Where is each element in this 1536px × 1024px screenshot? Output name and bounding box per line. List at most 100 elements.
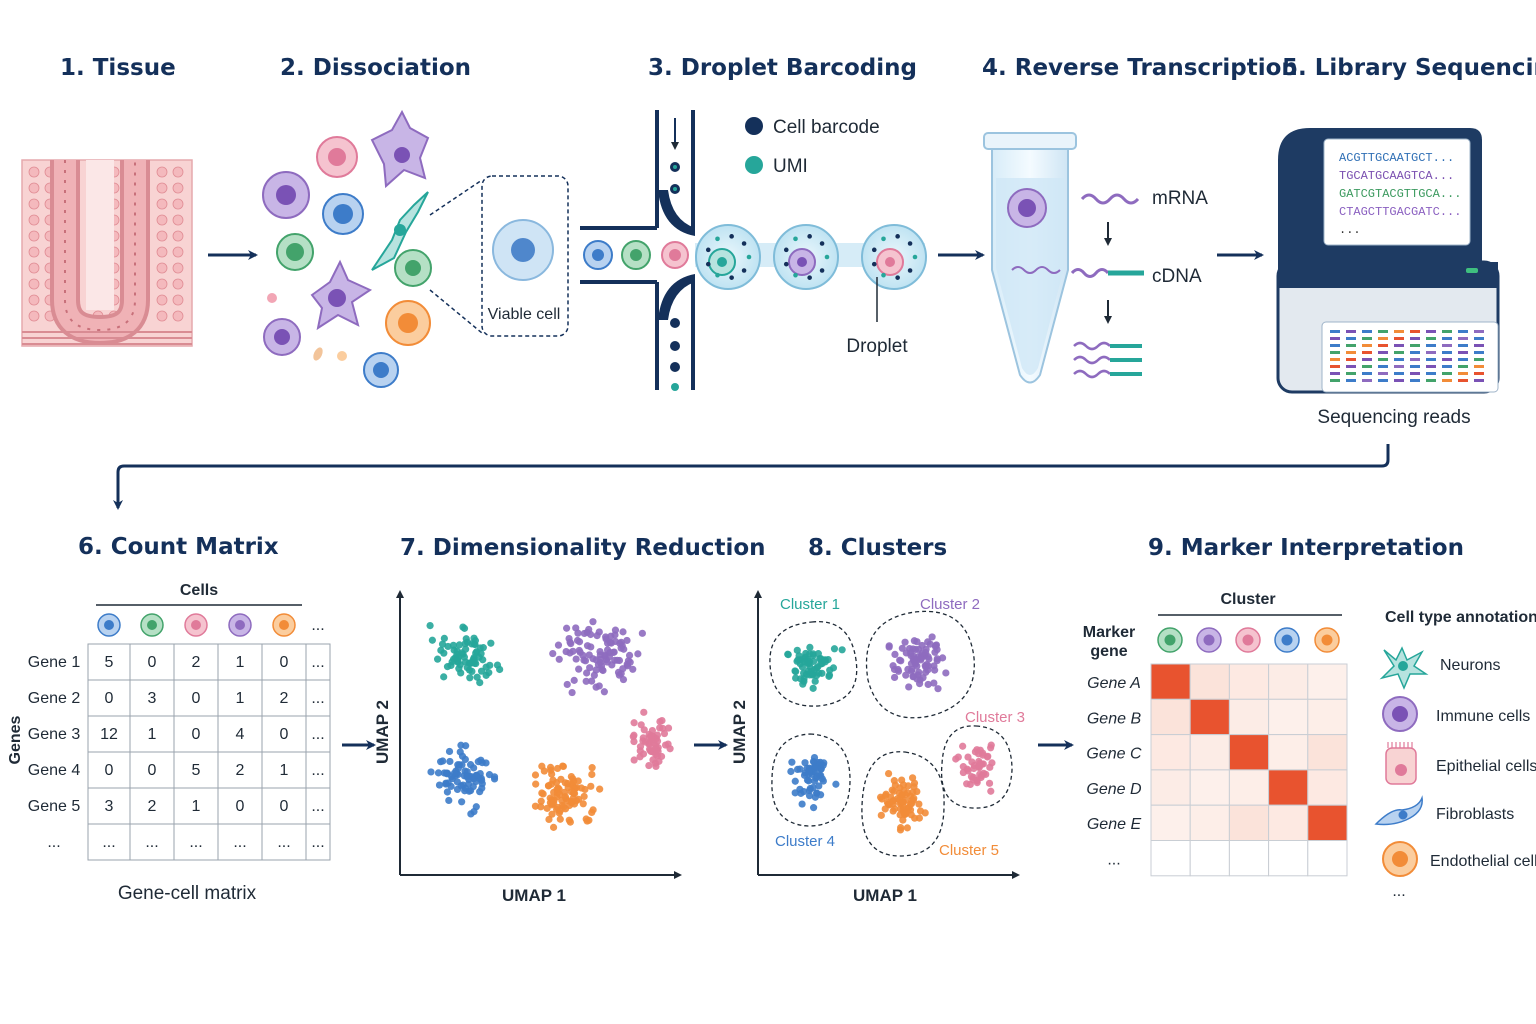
sequencing-read-bar	[1330, 330, 1340, 333]
sequencing-read-bar	[1346, 365, 1356, 368]
sequencing-read-bar	[1410, 330, 1420, 333]
sequencing-read-bar	[1346, 351, 1356, 354]
cell-type-epithelial-cells: Epithelial cells	[1436, 758, 1536, 775]
cluster-point-teal	[809, 650, 817, 658]
tissue-cell-dot	[156, 294, 168, 306]
sequencing-read-bar	[1362, 344, 1372, 347]
cluster-2-label: Cluster 2	[920, 596, 980, 613]
zoom-line-bottom	[429, 289, 483, 334]
umap-point-purple	[592, 683, 600, 691]
endothelial-cells-icon	[1382, 841, 1418, 877]
sequencing-read-bar	[1346, 379, 1356, 382]
droplet-barcode-bead	[715, 236, 720, 242]
cdna-library	[1073, 341, 1142, 379]
umap-point-blue	[478, 780, 486, 788]
umap-point-orange	[555, 785, 563, 793]
sequencing-read-bar	[1394, 379, 1404, 382]
umap-point-blue	[447, 782, 455, 790]
droplet-barcode-bead	[705, 261, 711, 267]
umap-point-orange	[537, 797, 545, 805]
sequencing-read-bar	[1378, 379, 1388, 382]
cluster-point-teal	[809, 684, 817, 692]
heatmap-cell	[1268, 698, 1309, 736]
umap-point-orange	[531, 771, 540, 779]
marker-gene-label: Gene C	[1086, 746, 1142, 763]
umap-point-teal	[455, 665, 463, 673]
umi-legend-label: UMI	[773, 156, 808, 177]
mrna-label: mRNA	[1152, 188, 1208, 209]
umap-point-blue	[439, 757, 447, 765]
umap-point-teal	[476, 679, 484, 687]
matrix-cell-value: 12	[100, 726, 118, 743]
umap-point-teal	[440, 634, 448, 642]
umap-point-orange	[538, 762, 546, 770]
sequencing-read-bar	[1410, 351, 1420, 354]
umap-point-orange	[564, 783, 572, 792]
heatmap-cell	[1150, 734, 1191, 771]
umap-point-purple	[575, 665, 583, 673]
umap-point-pink	[652, 741, 660, 749]
matrix-row-label: Gene 2	[28, 690, 81, 707]
sequencing-read-bar	[1458, 330, 1468, 333]
matrix-cells-ellipsis: ...	[311, 617, 324, 634]
umap-x-label: UMAP 1	[502, 886, 566, 905]
immune-cells-icon	[1382, 696, 1418, 732]
matrix-cell-value: ...	[311, 834, 324, 851]
umap-point-orange	[556, 815, 564, 823]
sequencing-read-bar	[1410, 358, 1420, 361]
matrix-cell-value: ...	[311, 690, 324, 707]
matrix-cell-value: 1	[192, 798, 201, 815]
sequencing-read-bar	[1394, 372, 1404, 375]
umap-point-blue	[427, 768, 435, 776]
marker-gene-label: Gene D	[1086, 781, 1142, 798]
sequencing-read-bar	[1330, 372, 1340, 375]
umap-point-teal	[463, 638, 472, 646]
umap-point-orange	[566, 818, 574, 826]
heatmap-cell	[1189, 769, 1230, 806]
marker-gene-label: ...	[1107, 852, 1120, 869]
matrix-cell-value: 0	[105, 762, 114, 779]
step-title-reverse-transcription: 4. Reverse Transcription	[982, 55, 1298, 81]
cluster-point-purple	[923, 660, 931, 669]
umap-point-orange	[537, 803, 545, 811]
heatmap-cell	[1189, 663, 1230, 700]
droplet-barcode-bead	[729, 234, 734, 239]
cell-barcode-legend-dot	[745, 117, 763, 135]
cluster-point-orange	[883, 798, 891, 806]
matrix-cell-value: 3	[105, 798, 114, 815]
tissue-cell-dot	[28, 246, 40, 258]
umap-point-orange	[532, 780, 540, 788]
sequencing-read-bar	[1442, 337, 1452, 340]
cluster-point-purple	[912, 645, 920, 654]
matrix-cell-value: 1	[236, 690, 245, 707]
umap-point-teal	[459, 623, 467, 631]
umap-point-teal	[477, 667, 486, 675]
tissue-cell-dot	[28, 182, 40, 194]
droplet-barcode-bead	[819, 268, 825, 273]
matrix-cell-value: ...	[311, 654, 324, 671]
cluster-point-orange	[899, 816, 907, 824]
cdna-label: cDNA	[1152, 266, 1202, 287]
umap-point-purple	[572, 655, 580, 663]
sequencing-read-bar	[1458, 337, 1468, 340]
viable-cell-nucleus	[511, 238, 535, 262]
cluster-point-orange	[899, 798, 907, 806]
umap-point-orange	[546, 763, 555, 772]
umap-point-teal	[462, 645, 470, 653]
umap-point-purple	[570, 676, 578, 684]
sequencing-read-bar	[1426, 379, 1436, 382]
tissue-cell-dot	[156, 262, 168, 274]
sequencing-read-bar	[1442, 344, 1452, 347]
heatmap-cell	[1268, 734, 1309, 771]
cluster-point-teal	[784, 650, 792, 658]
umap-point-orange	[587, 782, 595, 790]
umap-point-purple	[600, 688, 608, 696]
umap-point-orange	[596, 785, 604, 793]
matrix-cell-value: 5	[192, 762, 201, 779]
genes-axis-label: Genes	[7, 715, 24, 764]
umap-point-purple	[605, 653, 613, 661]
sequencing-read-bar	[1458, 358, 1468, 361]
sequencing-read-bar	[1442, 365, 1452, 368]
umap-point-purple	[562, 647, 570, 656]
